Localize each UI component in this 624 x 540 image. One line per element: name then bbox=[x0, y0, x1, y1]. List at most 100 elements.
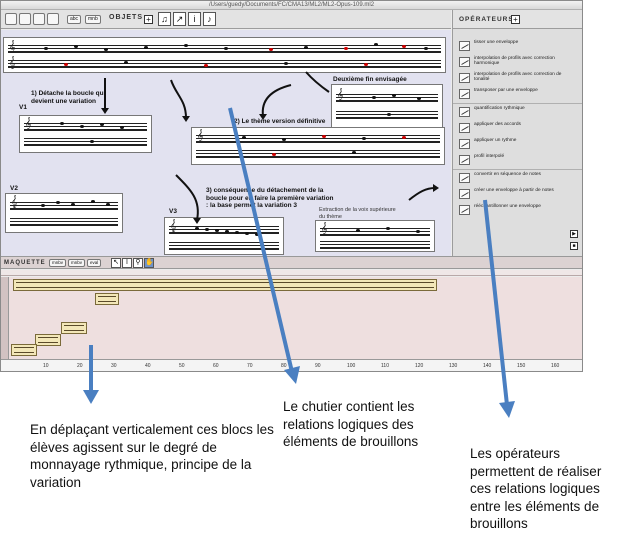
variation-1-box[interactable]: 𝄞 bbox=[19, 115, 152, 153]
title-bar: /Users/guedy/Documents/FC/CMA13/ML2/ML2-… bbox=[1, 1, 582, 10]
operators-divider bbox=[453, 103, 582, 104]
operator-item[interactable]: appliquer un rythme bbox=[459, 138, 579, 152]
caption-right: Les opérateurs permettent de réaliser ce… bbox=[470, 446, 602, 531]
note bbox=[284, 62, 288, 65]
maquette-pill[interactable]: eval bbox=[87, 259, 102, 267]
operator-item[interactable]: convertir en séquence de notes bbox=[459, 172, 579, 186]
staff-uv-lower bbox=[320, 241, 430, 249]
note bbox=[225, 230, 229, 233]
timeline-block[interactable] bbox=[95, 293, 119, 305]
timeline-block[interactable] bbox=[11, 344, 37, 356]
timeline-block-theme[interactable] bbox=[13, 279, 437, 291]
operator-item[interactable]: transposer par une enveloppe bbox=[459, 88, 579, 102]
note bbox=[424, 47, 428, 50]
staff-dt-lower bbox=[196, 150, 440, 158]
note-tool-icon[interactable]: ♪ bbox=[203, 12, 216, 26]
text-cursor-icon[interactable]: I bbox=[122, 258, 132, 268]
note bbox=[184, 44, 188, 47]
profile-icon bbox=[459, 155, 470, 165]
staff-v1-upper bbox=[24, 123, 147, 131]
connection-arrow bbox=[175, 174, 199, 221]
patch-toolbar: abc mnb OBJETS + ♫ ↗ i ♪ bbox=[1, 10, 451, 29]
treble-clef-icon-2: 𝄞 bbox=[9, 56, 16, 69]
note bbox=[104, 48, 108, 51]
maquette-pill[interactable]: mnbv bbox=[68, 259, 86, 267]
tick-label: 150 bbox=[517, 363, 526, 369]
maquette-timeline[interactable] bbox=[8, 277, 582, 359]
note bbox=[74, 45, 78, 48]
toolbar-pill-abc[interactable]: abc bbox=[67, 15, 82, 24]
operators-title: OPÉRATEURS bbox=[459, 16, 514, 23]
cursor-tool-icon[interactable]: ↖ bbox=[111, 258, 121, 268]
maquette-pill[interactable]: mnbv bbox=[49, 259, 67, 267]
note bbox=[392, 94, 396, 97]
operators-header: OPÉRATEURS + bbox=[453, 10, 582, 29]
add-object-button[interactable]: + bbox=[144, 15, 153, 24]
note bbox=[372, 96, 376, 99]
play-button[interactable]: ▶ bbox=[570, 230, 578, 238]
tick-label: 30 bbox=[111, 363, 117, 369]
tick-label: 20 bbox=[77, 363, 83, 369]
operator-item[interactable]: interpolation de profils avec correction… bbox=[459, 56, 579, 70]
tick-label: 10 bbox=[43, 363, 49, 369]
operator-item[interactable]: appliquer des accords bbox=[459, 122, 579, 136]
note bbox=[387, 113, 391, 116]
note bbox=[195, 227, 199, 230]
window-title: /Users/guedy/Documents/FC/CMA13/ML2/ML2-… bbox=[208, 2, 375, 8]
toolbar-pill-mnb[interactable]: mnb bbox=[85, 15, 101, 24]
note bbox=[205, 228, 209, 231]
connection-arrowhead bbox=[101, 108, 109, 114]
annotation-5: Extraction de la voix supérieure du thèm… bbox=[319, 207, 396, 220]
staff-se-upper bbox=[336, 94, 438, 102]
note bbox=[215, 229, 219, 232]
timeline-block[interactable] bbox=[61, 322, 87, 334]
staff-v3-upper bbox=[169, 226, 279, 234]
tick-label: 140 bbox=[483, 363, 492, 369]
note-red bbox=[64, 63, 68, 66]
connection-arrowhead bbox=[182, 116, 190, 122]
hand-tool-icon[interactable]: ✋ bbox=[144, 258, 154, 268]
operator-item[interactable]: tisser une enveloppe bbox=[459, 40, 579, 54]
info-tool-icon[interactable]: i bbox=[188, 12, 201, 26]
tick-label: 110 bbox=[381, 363, 389, 369]
connection-arrow bbox=[305, 71, 330, 93]
note bbox=[224, 47, 228, 50]
envelope-icon bbox=[459, 89, 470, 99]
note bbox=[41, 204, 45, 207]
operator-item[interactable]: profil interpolé bbox=[459, 154, 579, 168]
note bbox=[71, 203, 75, 206]
note bbox=[80, 125, 84, 128]
operator-item[interactable]: quantification rythmique bbox=[459, 106, 579, 120]
layout-button-4[interactable] bbox=[47, 13, 59, 25]
second-ending-box[interactable]: 𝄞 bbox=[331, 84, 443, 128]
patch-canvas[interactable]: 𝄞 𝄞 1) Détache la boucle qui devient une… bbox=[1, 30, 451, 256]
connection-arrow bbox=[408, 187, 436, 201]
staff-dt-upper bbox=[196, 135, 440, 143]
add-operator-button[interactable]: + bbox=[511, 15, 520, 24]
layout-button-3[interactable] bbox=[33, 13, 45, 25]
upper-voice-box[interactable]: 𝄞 bbox=[315, 220, 435, 252]
timeline-block[interactable] bbox=[35, 334, 61, 346]
variation-2-box[interactable]: 𝄞 bbox=[5, 193, 123, 233]
envelope-icon bbox=[459, 41, 470, 51]
envelope-icon bbox=[459, 189, 470, 199]
zoom-tool-icon[interactable]: ⚲ bbox=[133, 258, 143, 268]
note-red bbox=[402, 136, 406, 139]
connection-arrow bbox=[170, 79, 187, 119]
objects-label: OBJETS bbox=[109, 14, 144, 21]
operator-item[interactable]: rééchantillonner une enveloppe bbox=[459, 204, 579, 218]
stop-button[interactable]: ■ bbox=[570, 242, 578, 250]
curve-tool-icon[interactable]: ↗ bbox=[173, 12, 186, 26]
theme-score-box[interactable]: 𝄞 𝄞 bbox=[3, 37, 446, 73]
operator-item[interactable]: créer une enveloppe à partir de notes bbox=[459, 188, 579, 202]
note-red bbox=[344, 47, 348, 50]
staff-v3-lower bbox=[169, 242, 279, 250]
score-tool-icon[interactable]: ♫ bbox=[158, 12, 171, 26]
layout-button-2[interactable] bbox=[19, 13, 31, 25]
operator-item[interactable]: interpolation de profils avec correction… bbox=[459, 72, 579, 86]
layout-button-1[interactable] bbox=[5, 13, 17, 25]
treble-clef-icon: 𝄞 bbox=[9, 40, 16, 53]
tick-label: 60 bbox=[213, 363, 219, 369]
connection-arrowhead bbox=[259, 114, 267, 120]
note bbox=[356, 229, 360, 232]
